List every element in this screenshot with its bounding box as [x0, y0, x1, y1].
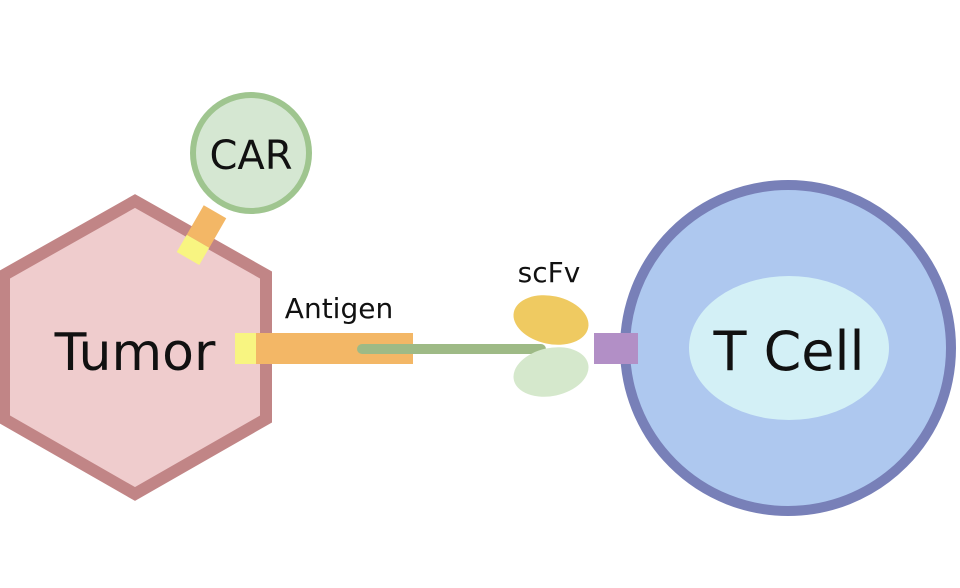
antigen-anchor: [235, 333, 256, 364]
tumor-cell: [0, 194, 272, 501]
car-label: CAR: [209, 133, 292, 179]
car-stalk-anchor: [176, 234, 210, 266]
scfv-bottom-domain: [513, 347, 589, 397]
scfv-top-domain: [513, 295, 589, 345]
tcell-connector: [594, 333, 638, 364]
car-stalk: [176, 205, 227, 266]
car-stalk-orange: [186, 205, 227, 248]
t-cell-nucleus: [689, 276, 889, 420]
tcell-label: T Cell: [712, 320, 864, 383]
car-circle: [190, 92, 312, 214]
scfv-label: scFv: [518, 256, 581, 289]
tumor-label: Tumor: [54, 323, 216, 383]
antigen-label: Antigen: [285, 292, 393, 325]
